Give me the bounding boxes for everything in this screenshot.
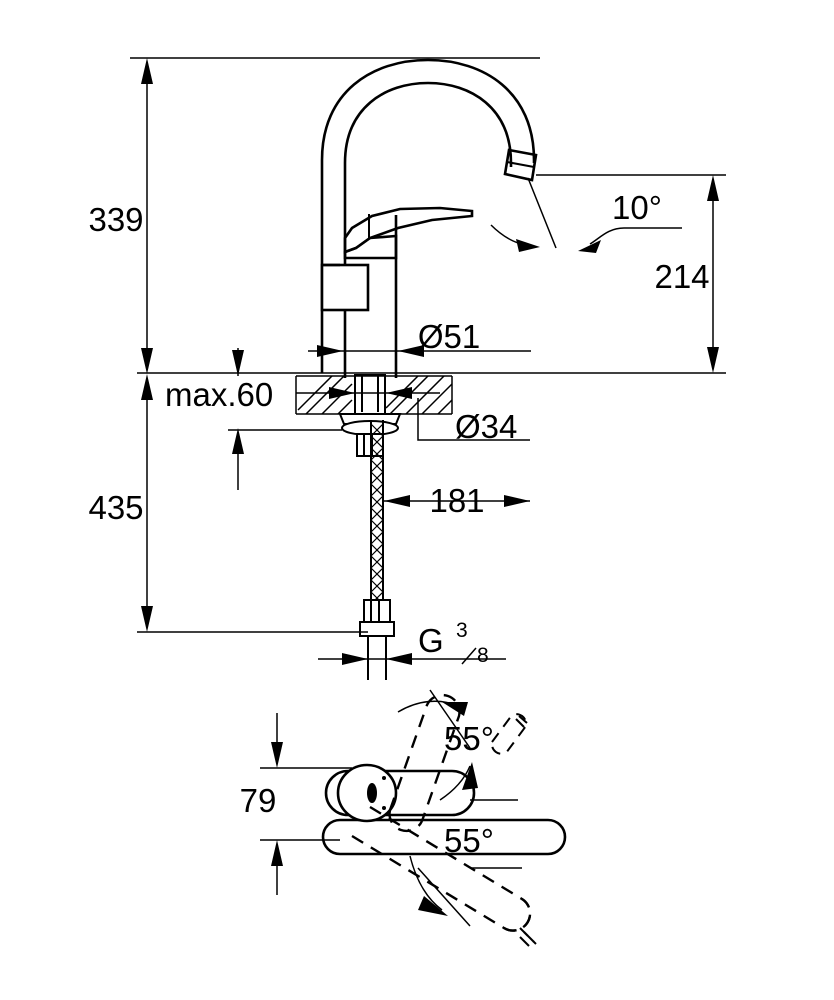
thread-fraction-slash xyxy=(461,647,477,665)
dim-label-swivel-lower: 55° xyxy=(444,822,494,859)
lever-ghost-tick-4 xyxy=(519,936,530,947)
spout-outlet-collar xyxy=(503,148,538,182)
cartridge-housing xyxy=(320,263,370,312)
arrow-d51-right xyxy=(398,345,424,357)
dim-label-435: 435 xyxy=(88,489,143,526)
angle-arc-upper-2 xyxy=(439,765,471,801)
arrow-deck-top xyxy=(232,350,244,376)
dim-label-swivel-upper: 55° xyxy=(444,720,494,757)
dim-leader-d34 xyxy=(417,398,530,441)
arrow-214-bottom xyxy=(707,347,719,373)
swivel-range-top-view: 55° 55° 79 xyxy=(240,689,567,947)
angle-leader-arrow-1 xyxy=(516,239,540,252)
angle-axis-lower xyxy=(417,867,471,927)
arrow-214-top xyxy=(707,175,719,201)
arrow-79-upper xyxy=(271,742,283,768)
dim-label-d34: Ø34 xyxy=(455,408,517,445)
threaded-tail-nut xyxy=(359,621,395,637)
arrow-thread-left xyxy=(342,653,368,665)
angle-axis-upper xyxy=(429,689,471,749)
spout-top-solid xyxy=(321,818,567,856)
spout-outer-profile xyxy=(320,58,536,373)
dim-label-thread-denominator: 8 xyxy=(477,644,489,667)
handle-lever xyxy=(343,206,474,254)
faucet-side-elevation xyxy=(295,58,538,680)
angle-arrow-upper-right xyxy=(462,762,478,790)
lever-ghost-upper-right xyxy=(490,713,528,755)
arrow-339-top xyxy=(141,58,153,84)
angle-leader-arrow-2 xyxy=(578,240,601,253)
dim-label-10-degrees: 10° xyxy=(612,189,662,226)
lever-hub-dot-bottom xyxy=(382,806,386,810)
flexible-hose xyxy=(370,420,384,618)
handle-base-wedge xyxy=(343,234,398,260)
arrow-d51-left xyxy=(317,345,343,357)
lever-ghost-tick-2 xyxy=(515,718,525,728)
arrow-339-bottom xyxy=(141,348,153,374)
dim-label-181: 181 xyxy=(429,482,484,519)
lever-ghost-tick-3 xyxy=(523,931,535,943)
dimension-annotations-elevation: 339 435 214 10° xyxy=(88,57,726,667)
arrow-deck-bottom xyxy=(232,428,244,454)
arrow-thread-right xyxy=(386,653,412,665)
hose-braid-texture xyxy=(370,423,384,617)
arrow-435-top xyxy=(141,374,153,400)
dim-label-thread-numerator: 3 xyxy=(456,619,468,642)
lever-hub-slot xyxy=(367,783,377,803)
arrow-181-right xyxy=(504,495,530,507)
hose-end-ferrule xyxy=(363,599,391,623)
angle-arrow-lower xyxy=(418,896,448,916)
outlet-axis-line xyxy=(527,177,557,249)
spout-inner-profile xyxy=(343,81,513,238)
dim-label-max60: max.60 xyxy=(165,376,273,413)
spout-outlet-ring xyxy=(506,161,535,168)
dim-label-thread: G xyxy=(418,622,444,659)
lever-hub-dot-top xyxy=(382,776,386,780)
arrow-435-bottom xyxy=(141,606,153,632)
angle-arc-lower xyxy=(409,855,443,911)
threaded-tail-pipe xyxy=(367,636,387,680)
arrow-181-left xyxy=(384,495,410,507)
arrow-max60-right xyxy=(386,387,412,399)
arrow-79-lower xyxy=(271,840,283,866)
base-shank xyxy=(354,374,386,416)
dim-label-339: 339 xyxy=(88,201,143,238)
arrow-max60-left xyxy=(329,387,355,399)
dim-label-214: 214 xyxy=(654,258,709,295)
dim-label-d51: Ø51 xyxy=(418,318,480,355)
angle-arrow-upper-left xyxy=(442,702,468,716)
lever-ghost-lower-right xyxy=(519,927,537,945)
spout-top-dashed-lower xyxy=(351,805,532,932)
lever-ghost-tick-1 xyxy=(518,715,528,724)
dim-label-79: 79 xyxy=(240,782,277,819)
angle-leader-line-2 xyxy=(589,227,625,245)
